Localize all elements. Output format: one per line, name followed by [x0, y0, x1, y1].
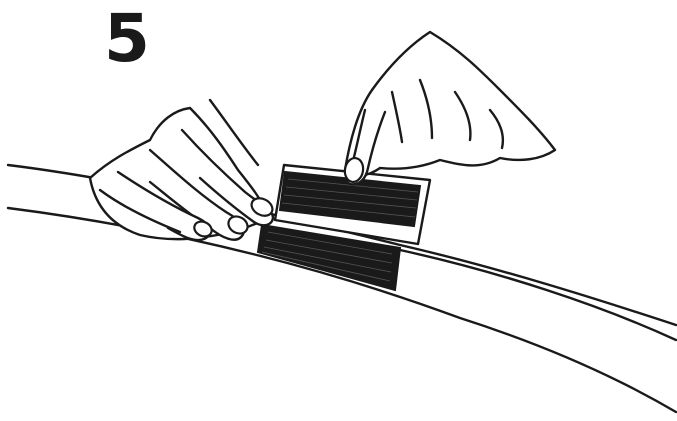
right-hand-palm: [345, 32, 555, 176]
step-number: 5: [104, 6, 150, 72]
left-hand: [90, 100, 275, 240]
right-hand: [343, 32, 555, 184]
rail-inner-edge: [400, 250, 676, 340]
